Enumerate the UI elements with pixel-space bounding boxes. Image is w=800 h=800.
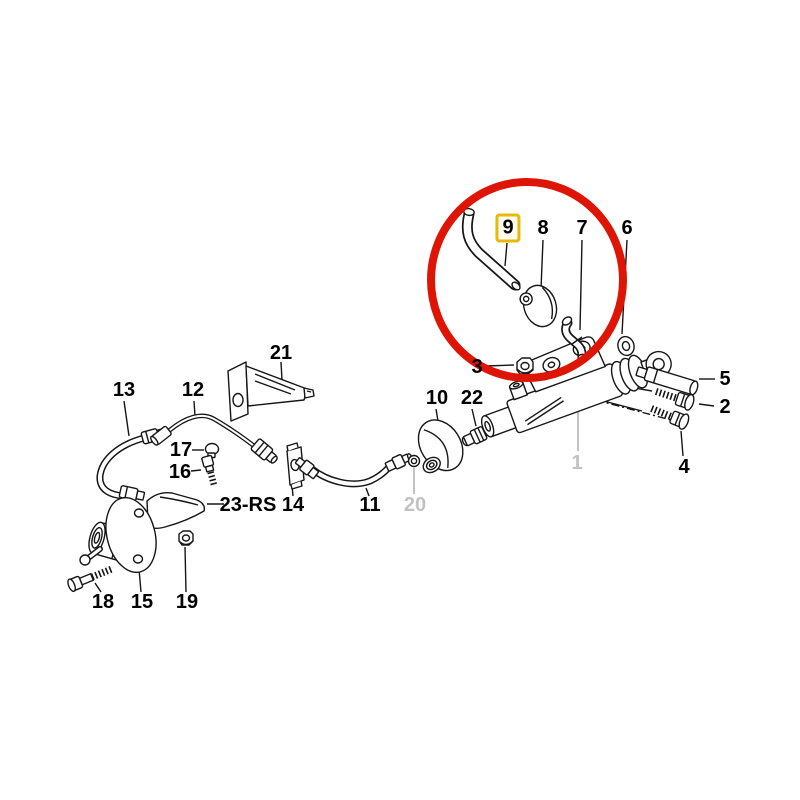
part-label-16[interactable]: 16: [168, 461, 192, 483]
part-label-10[interactable]: 10: [425, 387, 449, 409]
part-label-6[interactable]: 6: [621, 217, 633, 239]
boot-10-drawing: [417, 419, 464, 474]
bolt-18-drawing: [67, 565, 113, 593]
grommet-6-drawing: [617, 335, 635, 357]
elbow-7-drawing: [561, 316, 587, 361]
slave-cylinder-drawing: [79, 491, 206, 574]
part-label-13[interactable]: 13: [112, 379, 136, 401]
part-label-2[interactable]: 2: [719, 396, 731, 418]
part-label-3[interactable]: 3: [471, 356, 483, 378]
bleeder-screw-drawing: [201, 454, 218, 487]
hose-9-drawing: [461, 207, 521, 291]
part-label-5[interactable]: 5: [719, 368, 731, 390]
part-label-12[interactable]: 12: [181, 379, 205, 401]
part-label-17[interactable]: 17: [169, 439, 193, 461]
part-label-22[interactable]: 22: [460, 387, 484, 409]
part-label-7[interactable]: 7: [576, 217, 588, 239]
clip-14-drawing: [286, 442, 305, 490]
pipe-12-drawing: [149, 413, 278, 464]
part-label-1: 1: [571, 452, 583, 474]
part-label-8[interactable]: 8: [537, 217, 549, 239]
hose-11-drawing: [294, 453, 413, 488]
bracket-drawing: [227, 361, 315, 422]
o-ring-20-drawing: [407, 454, 421, 468]
part-label-15[interactable]: 15: [130, 591, 154, 613]
part-label-14[interactable]: 14: [281, 494, 305, 516]
part-label-18[interactable]: 18: [91, 591, 115, 613]
part-label-11[interactable]: 11: [359, 494, 381, 516]
highlight-callout-ellipse: [427, 178, 627, 382]
part-label-23-rs[interactable]: 23-RS: [219, 494, 277, 516]
nut-3-drawing: [516, 357, 534, 375]
part-label-19[interactable]: 19: [175, 591, 199, 613]
bleeder-cap-drawing: [204, 442, 220, 459]
bolt-4-drawing: [650, 405, 690, 430]
nut-19-drawing: [178, 530, 194, 546]
part-label-4[interactable]: 4: [678, 456, 690, 478]
bolt-2-drawing: [654, 388, 695, 411]
part-label-9-highlighted[interactable]: 9: [495, 213, 521, 243]
part-label-21[interactable]: 21: [269, 342, 293, 364]
part-label-20: 20: [403, 494, 427, 516]
cap-8-drawing: [519, 284, 558, 328]
leader-lines: [94, 239, 715, 593]
sleeve-5-drawing: [635, 366, 699, 396]
